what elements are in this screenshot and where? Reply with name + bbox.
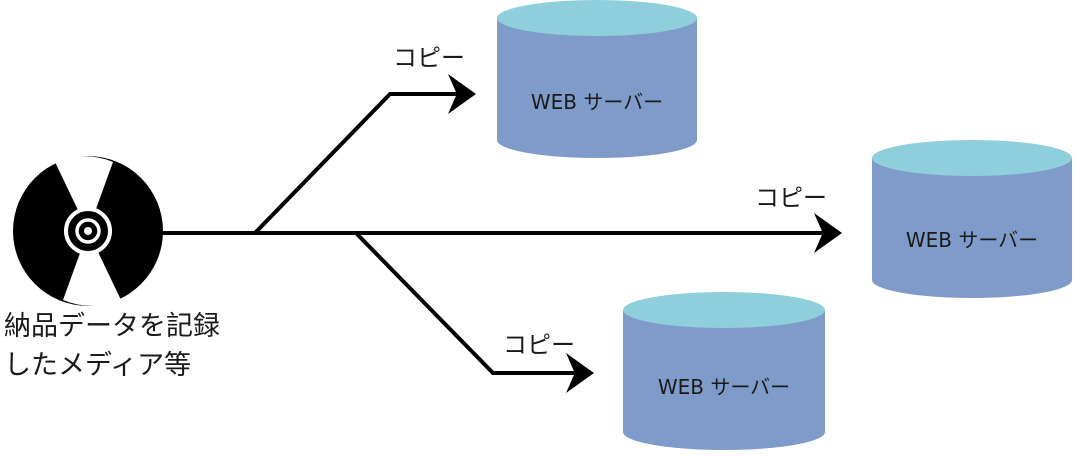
disc-reflection-top — [55, 156, 113, 231]
server-label: WEB サーバー — [658, 375, 790, 399]
server-label: WEB サーバー — [906, 228, 1038, 252]
server-label: WEB サーバー — [531, 90, 663, 114]
media-label-line2: したメディア等 — [4, 350, 191, 381]
web-server-2: WEB サーバー — [872, 140, 1072, 298]
disc-reflection-bottom — [63, 231, 121, 306]
copy-label-2: コピー — [755, 184, 827, 212]
disc-icon — [13, 156, 163, 306]
database-icon — [872, 158, 1072, 298]
database-icon — [623, 310, 825, 450]
arrow-to-server-3 — [354, 231, 594, 393]
connectors — [158, 74, 842, 393]
database-icon — [497, 18, 697, 158]
arrow-to-server-1 — [253, 74, 476, 235]
copy-label-3: コピー — [503, 331, 575, 359]
web-server-3: WEB サーバー — [623, 292, 825, 450]
media-label-line1: 納品データを記録 — [4, 311, 220, 342]
copy-label-1: コピー — [393, 44, 465, 72]
web-server-1: WEB サーバー — [497, 0, 697, 158]
